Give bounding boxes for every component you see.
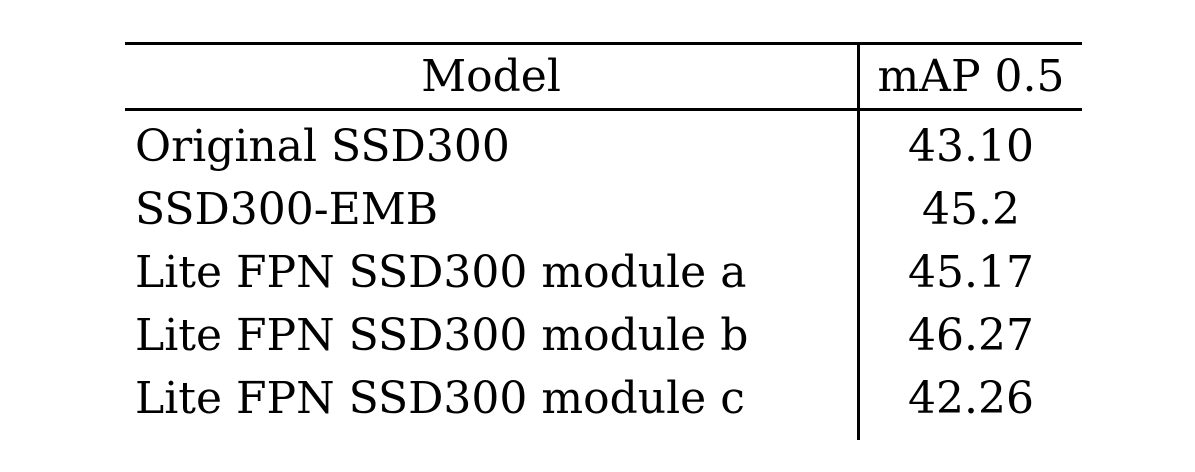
cell-map: 45.2 xyxy=(922,183,1020,235)
table-row: SSD300-EMB 45.2 xyxy=(125,178,1082,241)
header-model: Model xyxy=(125,42,860,111)
cell-model: Lite FPN SSD300 module c xyxy=(125,367,860,440)
cell-map: 46.27 xyxy=(908,309,1034,361)
cell-model: Lite FPN SSD300 module b xyxy=(125,304,860,367)
cell-model: Lite FPN SSD300 module a xyxy=(125,241,860,304)
table-header: Model mAP 0.5 xyxy=(125,42,1082,111)
results-table: Model mAP 0.5 Original SSD300 43.10 SSD3… xyxy=(125,42,1082,440)
cell-model: Original SSD300 xyxy=(125,109,860,178)
cell-map: 43.10 xyxy=(908,120,1034,172)
header-map: mAP 0.5 xyxy=(858,42,1082,111)
cell-map: 45.17 xyxy=(908,246,1034,298)
cell-model: SSD300-EMB xyxy=(125,178,860,241)
cell-map: 42.26 xyxy=(908,372,1034,424)
table-body: Original SSD300 43.10 SSD300-EMB 45.2 Li… xyxy=(125,109,1082,440)
table-row: Original SSD300 43.10 xyxy=(125,109,1082,178)
table-row: Lite FPN SSD300 module c 42.26 xyxy=(125,367,1082,440)
table-row: Lite FPN SSD300 module b 46.27 xyxy=(125,304,1082,367)
table-row: Lite FPN SSD300 module a 45.17 xyxy=(125,241,1082,304)
header-row: Model mAP 0.5 xyxy=(125,42,1082,111)
